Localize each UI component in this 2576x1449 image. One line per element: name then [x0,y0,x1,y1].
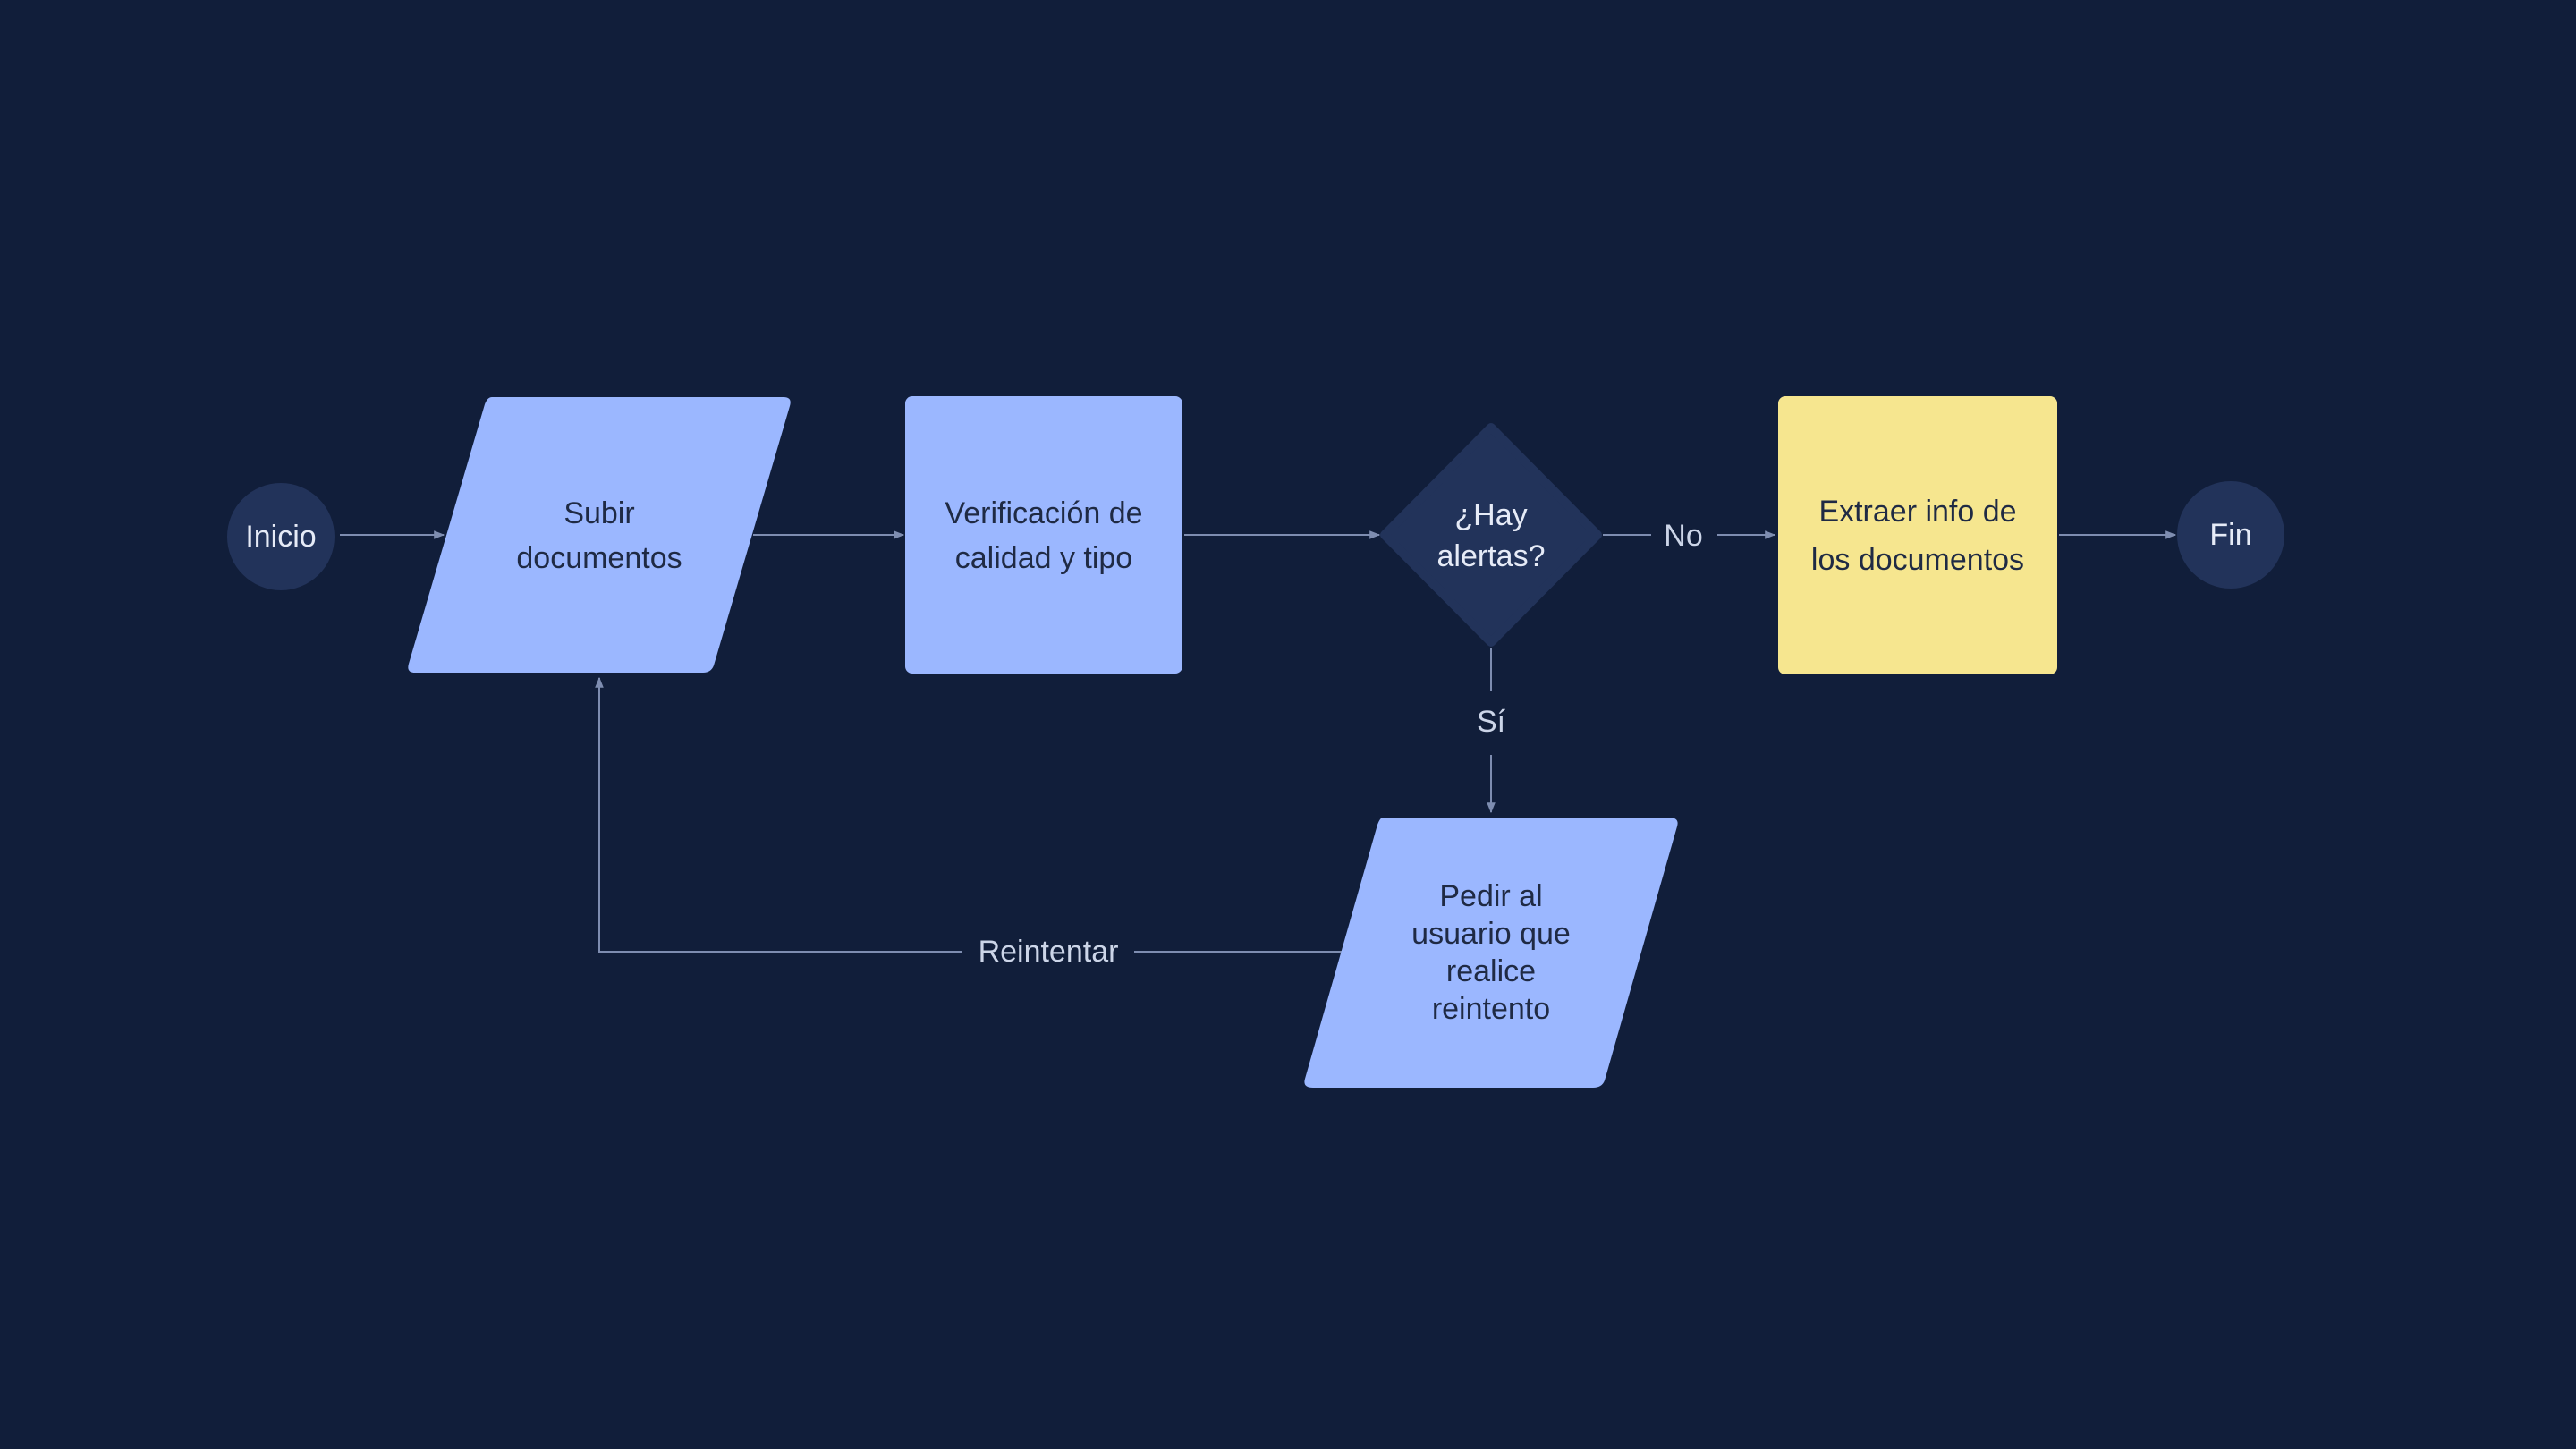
edge-label-no: No [1664,519,1702,553]
node-subir-documentos-line2: documentos [516,541,682,575]
node-pedir-reintento-line2: usuario que [1411,917,1571,951]
node-pedir-reintento-line1: Pedir al [1439,879,1542,913]
edge-label-si: Sí [1477,705,1506,739]
node-subir-documentos-line1: Subir [564,496,634,530]
node-alertas-shape [1380,423,1602,647]
node-extraer-line2: los documentos [1811,543,2024,577]
node-extraer-shape [1778,396,2057,674]
node-verificacion-line1: Verificación de [945,496,1142,530]
edge-reintentar-left [595,676,962,953]
node-alertas-line2: alertas? [1437,539,1546,573]
node-inicio: Inicio [227,483,335,590]
node-extraer-line1: Extraer info de [1818,495,2016,529]
node-fin: Fin [2177,481,2284,589]
node-pedir-reintento-shape [1304,818,1678,1088]
edges [340,530,2177,953]
node-verificacion: Verificación de calidad y tipo [905,396,1182,674]
node-fin-shape [2177,481,2284,589]
node-subir-documentos: Subir documentos [408,397,791,673]
node-pedir-reintento-line4: reintento [1432,992,1550,1026]
node-pedir-reintento: Pedir al usuario que realice reintento [1304,818,1678,1088]
node-subir-documentos-shape [408,397,791,673]
node-extraer: Extraer info de los documentos [1778,396,2057,674]
edge-label-reintentar: Reintentar [979,935,1119,969]
node-alertas-line1: ¿Hay [1454,498,1527,532]
node-verificacion-line2: calidad y tipo [955,541,1132,575]
node-verificacion-shape [905,396,1182,674]
node-fin-label: Fin [2209,518,2251,552]
node-inicio-shape [227,483,335,590]
node-inicio-label: Inicio [245,520,316,554]
node-pedir-reintento-line3: realice [1446,954,1536,988]
node-alertas: ¿Hay alertas? [1380,423,1602,647]
